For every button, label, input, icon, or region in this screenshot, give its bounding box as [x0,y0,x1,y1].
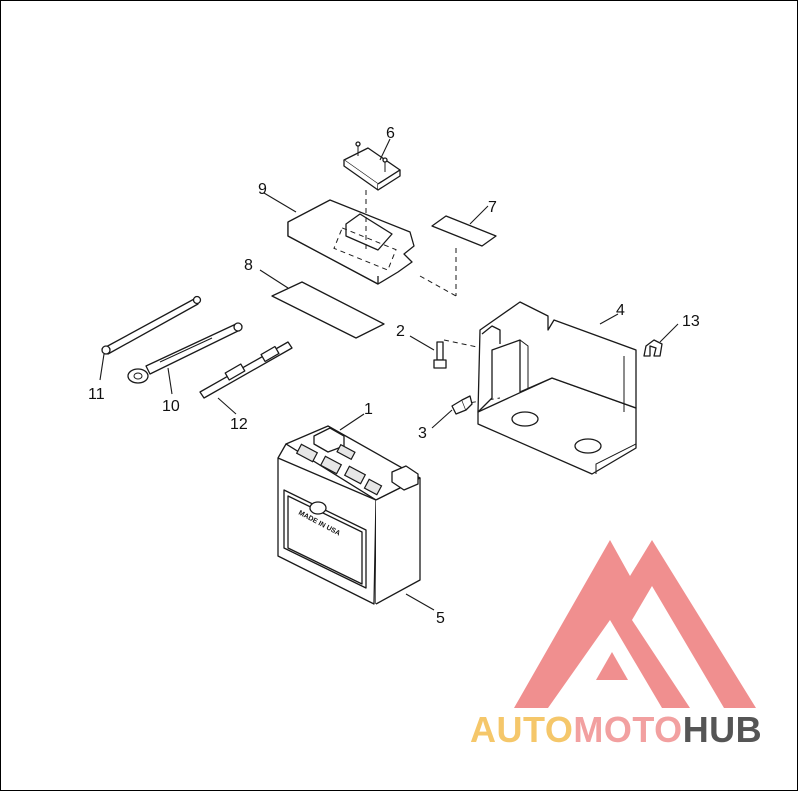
part-7-strip [431,215,497,247]
part-10-cable [127,322,243,384]
part-6-clip [343,141,401,191]
callout-12: 12 [230,416,248,433]
callout-1: 1 [364,401,373,418]
callout-10: 10 [162,398,180,415]
leader-lines [99,138,679,611]
part-12-stud [199,341,293,399]
svg-text:AUTOMOTOHUB: AUTOMOTOHUB [470,709,762,750]
watermark-logo [514,540,756,708]
part-8-pad [271,281,385,339]
callout-6: 6 [386,125,395,142]
callout-8: 8 [244,257,253,274]
part-2-bolt [433,341,447,369]
callout-9: 9 [258,181,267,198]
wordmark-moto: MOTO [573,709,682,750]
wordmark-hub: HUB [683,709,763,750]
logo-mark-outer [514,540,756,708]
callout-4: 4 [616,302,625,319]
battery-top-labels [295,443,383,496]
watermark-wordmark: AUTOMOTOHUB [470,709,762,750]
part-4-bracket [477,301,637,475]
part-11-cable [101,295,202,355]
part-5-battery: MADE IN USA [277,425,421,605]
callout-3: 3 [418,425,427,442]
wordmark-auto: AUTO [470,709,573,750]
logo-mark-core [596,652,628,680]
callout-labels: 6 7 9 8 2 4 13 11 10 12 1 3 5 [88,125,700,627]
callout-5: 5 [436,610,445,627]
part-9-cover [287,199,415,285]
callout-13: 13 [682,313,700,330]
callout-11: 11 [88,386,105,403]
part-13-clip [643,339,663,357]
callout-2: 2 [396,323,405,340]
callout-7: 7 [488,199,497,216]
part-3-bolt [451,395,473,415]
